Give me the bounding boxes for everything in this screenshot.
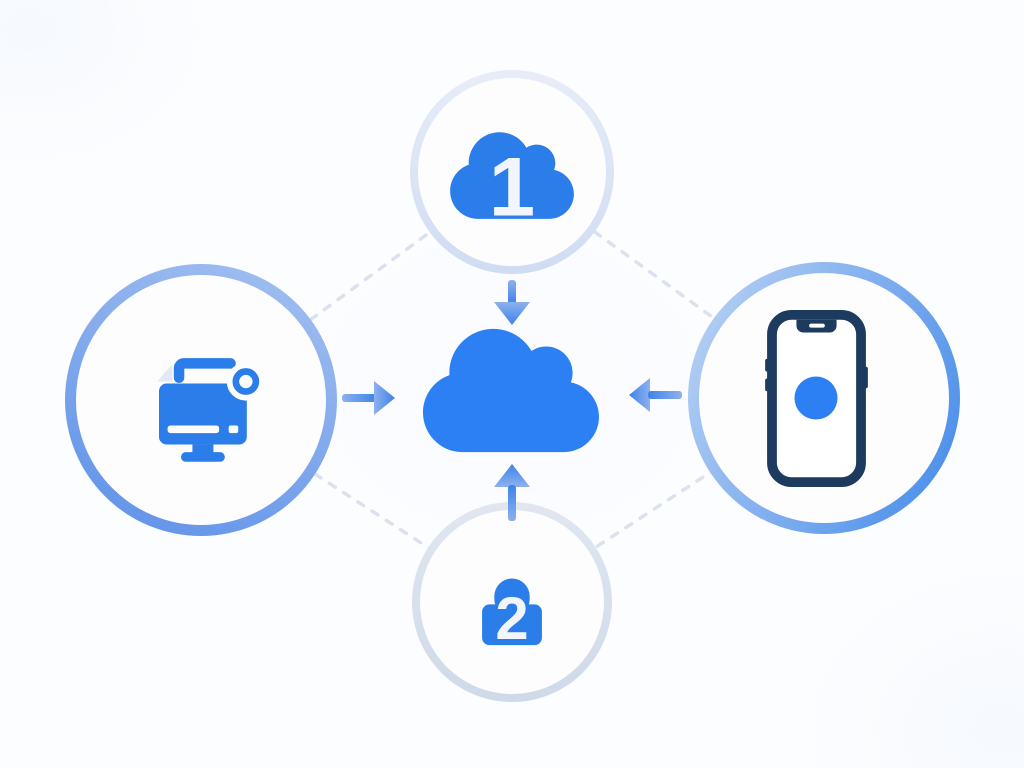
- arrow-left-icon: [628, 377, 682, 418]
- step-number-1: 1: [489, 140, 535, 225]
- status-dot-icon: [793, 375, 838, 420]
- arrow-up-icon: [494, 464, 530, 527]
- cloud-icon: 1: [450, 126, 574, 225]
- node-desktop: [65, 264, 337, 536]
- lock-icon: 2: [478, 573, 546, 648]
- smartphone-icon: [764, 308, 868, 489]
- arrow-down-icon: [492, 280, 532, 331]
- node-desktop-face: [76, 275, 326, 525]
- node-smartphone: [688, 262, 960, 534]
- center-cloud-icon: [423, 320, 599, 466]
- desktop-computer-icon: [138, 345, 264, 462]
- node-lock-step: 2: [412, 502, 612, 702]
- step-number-2: 2: [495, 585, 528, 648]
- node-cloud-step-face: 1: [418, 78, 606, 266]
- node-lock-step-face: 2: [420, 510, 604, 694]
- arrow-right-icon: [342, 380, 396, 421]
- node-smartphone-face: [699, 273, 949, 523]
- node-cloud-step: 1: [410, 70, 614, 274]
- connector-top-right: [510, 170, 826, 400]
